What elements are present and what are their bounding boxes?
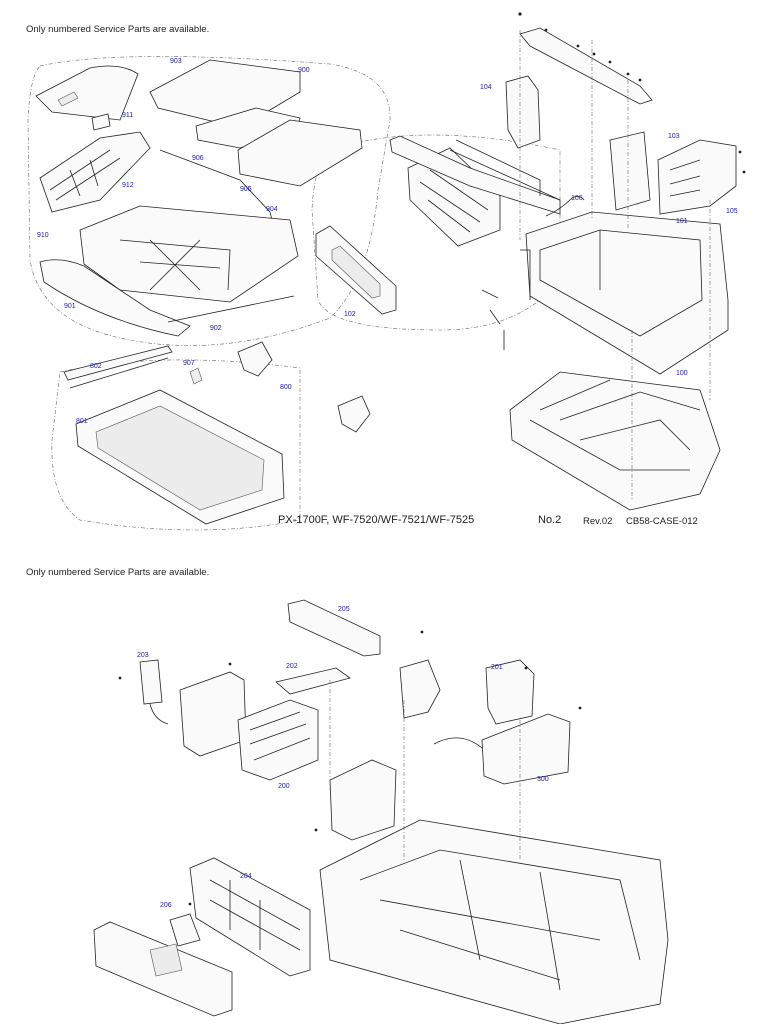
upper-housing-100 (525, 211, 729, 375)
scanner-group-outline (27, 56, 391, 346)
part-label-105: 105 (726, 208, 738, 215)
part-label-102: 102 (344, 311, 356, 318)
adf-top-cover-handle (57, 91, 79, 107)
diagram-number: No.2 (538, 514, 562, 526)
cover-103 (609, 131, 651, 211)
part-label-911: 911 (122, 112, 134, 119)
cable-106 (545, 196, 585, 217)
spring-set (481, 289, 505, 350)
hinge-clip-907 (189, 367, 203, 385)
bracket-202 (275, 667, 351, 695)
diagram-code: CB58-CASE-012 (626, 516, 698, 527)
part-label-300: 300 (537, 776, 549, 783)
part-label-802: 802 (90, 363, 102, 370)
part-label-100: 100 (676, 370, 688, 377)
center-plate (399, 659, 441, 719)
panel-frame (389, 135, 561, 215)
adf-top-cover (35, 65, 139, 121)
part-label-905: 905 (240, 186, 252, 193)
hinge-907-right (337, 395, 371, 433)
part-label-103: 103 (668, 133, 680, 140)
cable-cover-205 (287, 599, 381, 657)
board-203 (139, 659, 163, 705)
part-label-201: 201 (491, 664, 503, 671)
revision-label: Rev.02 (583, 516, 613, 527)
part-label-106: 106 (571, 195, 583, 202)
adf-latch (91, 113, 111, 131)
board-206 (169, 913, 201, 947)
panel-board (407, 147, 501, 247)
part-label-907: 907 (183, 360, 195, 367)
part-label-101: 101 (676, 218, 688, 225)
part-label-800: 800 (280, 384, 292, 391)
part-label-904: 904 (266, 206, 278, 213)
board-bracket (179, 671, 247, 757)
hinge-907-left (237, 341, 273, 377)
scanner-strip-902 (167, 295, 295, 323)
part-label-906: 906 (192, 155, 204, 162)
part-label-912: 912 (122, 182, 134, 189)
cover-group-outline (51, 359, 301, 531)
part-label-900: 900 (298, 67, 310, 74)
part-label-203: 203 (137, 652, 149, 659)
output-tray-904 (237, 119, 363, 187)
scanner-unit-base (79, 205, 299, 303)
part-label-200: 200 (278, 783, 290, 790)
part-label-910: 910 (37, 232, 49, 239)
part-label-801: 801 (76, 418, 88, 425)
model-caption: PX-1700F, WF-7520/WF-7521/WF-7525 (278, 514, 475, 526)
part-label-104: 104 (480, 84, 492, 91)
part-label-901: 901 (64, 303, 76, 310)
part-label-903: 903 (170, 58, 182, 65)
panel-group-outline (311, 134, 561, 331)
main-board-200 (237, 699, 319, 781)
power-supply-300 (481, 713, 571, 785)
lower-chassis (509, 371, 721, 511)
part-label-204: 204 (240, 873, 252, 880)
cover-strip-802 (63, 345, 173, 381)
upper-frame-rail (519, 27, 653, 105)
power-bracket-201 (485, 659, 535, 725)
part-label-202: 202 (286, 663, 298, 670)
part-label-205: 205 (338, 606, 350, 613)
lower-board (329, 759, 397, 841)
panel-board-204 (189, 857, 311, 977)
service-note-top: Only numbered Service Parts are availabl… (26, 24, 210, 35)
part-label-902: 902 (210, 325, 222, 332)
printer-chassis (319, 819, 669, 1024)
scanner-front-cover-901 (39, 259, 191, 337)
cover-rod-801 (69, 357, 169, 389)
part-label-206: 206 (160, 902, 172, 909)
service-note-bottom: Only numbered Service Parts are availabl… (26, 567, 210, 578)
bracket-104 (505, 75, 541, 149)
